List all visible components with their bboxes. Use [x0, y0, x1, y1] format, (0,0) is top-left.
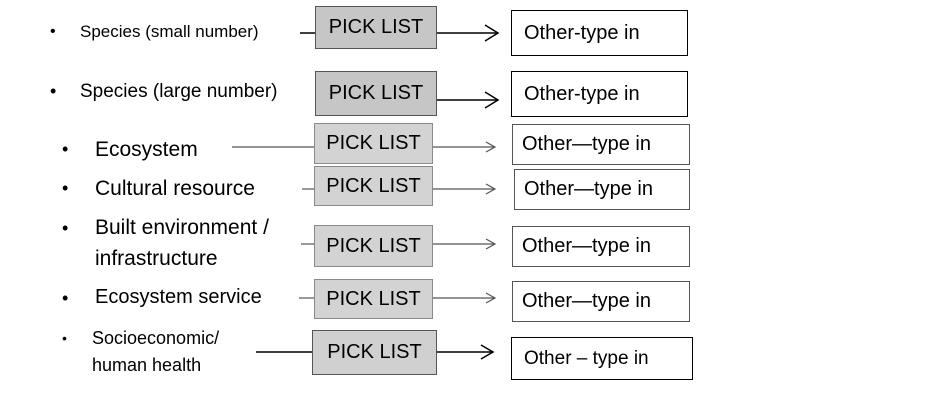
pick-list-box[interactable]: PICK LIST	[314, 279, 433, 319]
category-label-line1: Built environment /	[95, 216, 269, 239]
category-label: Species (small number)	[80, 22, 259, 41]
bullet-icon: •	[62, 288, 69, 308]
arrowhead-icon	[485, 292, 497, 304]
arrowhead-icon	[485, 183, 497, 195]
pick-list-box[interactable]: PICK LIST	[314, 123, 433, 164]
pick-list-box[interactable]: PICK LIST	[315, 6, 437, 49]
other-type-in-box[interactable]: Other-type in	[511, 71, 688, 117]
category-label: Ecosystem	[95, 138, 198, 161]
arrowhead-icon	[485, 141, 497, 153]
bullet-icon: •	[50, 23, 56, 40]
other-type-in-box[interactable]: Other—type in	[512, 226, 690, 267]
bullet-icon: •	[62, 178, 69, 198]
bullet-icon: •	[62, 218, 69, 238]
pick-list-box[interactable]: PICK LIST	[314, 225, 433, 267]
other-type-in-box[interactable]: Other—type in	[512, 281, 690, 322]
pick-list-box[interactable]: PICK LIST	[315, 71, 437, 116]
category-label-line2: infrastructure	[95, 247, 218, 270]
category-label-line1: Socioeconomic/	[92, 328, 220, 348]
other-type-in-box[interactable]: Other-type in	[511, 10, 688, 56]
arrowhead-icon	[484, 24, 500, 42]
category-label: Species (large number)	[80, 81, 278, 102]
other-type-in-box[interactable]: Other—type in	[512, 124, 690, 165]
category-label: Ecosystem service	[95, 286, 262, 308]
arrowhead-icon	[480, 344, 495, 360]
bullet-icon: •	[62, 139, 69, 159]
arrowhead-icon	[485, 238, 497, 250]
category-label-line2: human health	[92, 355, 202, 375]
other-type-in-box[interactable]: Other – type in	[511, 337, 693, 380]
category-label: Cultural resource	[95, 177, 255, 200]
pick-list-box[interactable]: PICK LIST	[312, 330, 437, 375]
bullet-icon: •	[50, 81, 57, 101]
arrowhead-icon	[484, 91, 500, 109]
bullet-icon: •	[62, 330, 67, 346]
pick-list-box[interactable]: PICK LIST	[314, 166, 433, 206]
other-type-in-box[interactable]: Other—type in	[514, 169, 690, 210]
